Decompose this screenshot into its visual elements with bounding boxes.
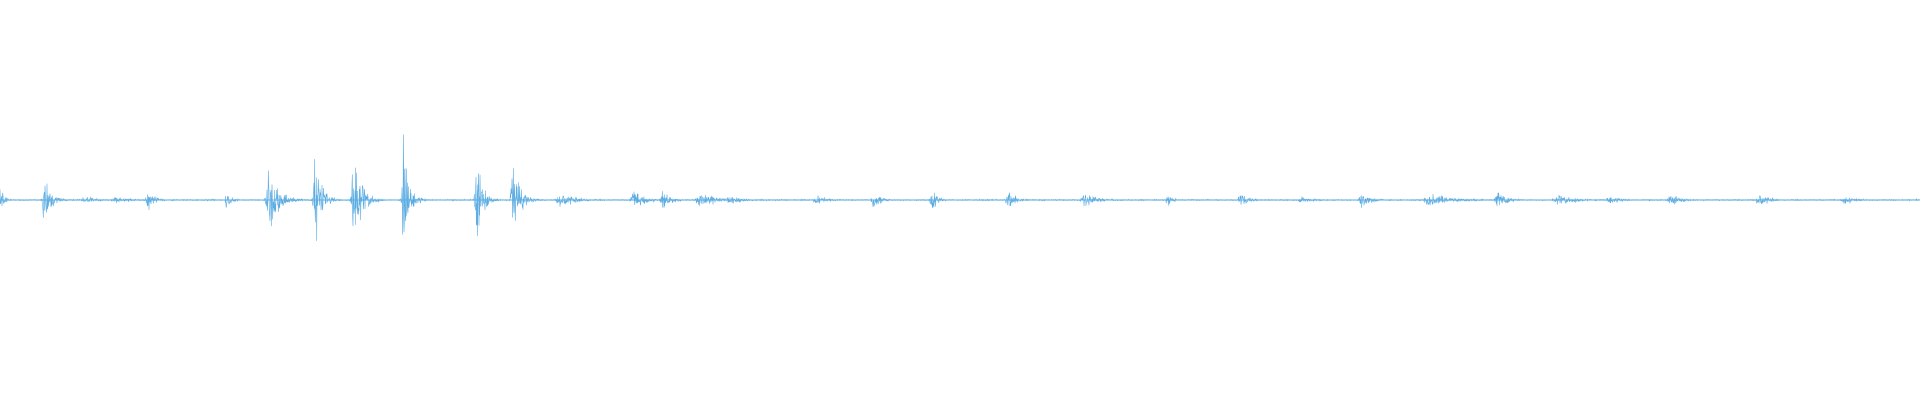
waveform-path <box>0 134 1920 241</box>
